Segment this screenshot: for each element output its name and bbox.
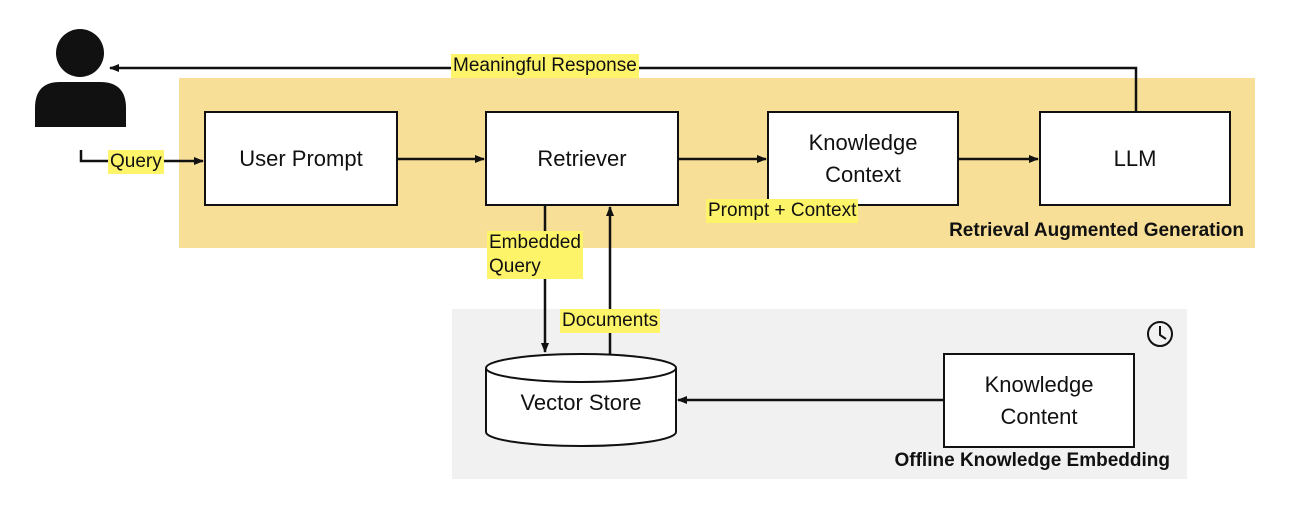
- retriever-label: Retriever: [537, 145, 627, 171]
- prompt-context-tag: Prompt + Context: [706, 199, 859, 223]
- meaningful-response-tag: Meaningful Response: [451, 54, 639, 78]
- embedded-query-tag: Embedded Query: [487, 231, 583, 279]
- user-prompt-label: User Prompt: [239, 145, 363, 171]
- llm-node: LLM: [1039, 111, 1231, 206]
- knowledge-context-node: Knowledge Context: [767, 111, 959, 206]
- llm-label: LLM: [1113, 145, 1157, 171]
- knowledge-content-label: Knowledge Content: [984, 371, 1094, 429]
- knowledge-content-node: Knowledge Content: [943, 353, 1135, 448]
- rag-title: Retrieval Augmented Generation: [949, 220, 1244, 241]
- offline-title: Offline Knowledge Embedding: [894, 450, 1171, 471]
- retriever-node: Retriever: [485, 111, 679, 206]
- documents-tag: Documents: [560, 309, 661, 333]
- vector-store-label: Vector Store: [520, 390, 642, 415]
- user-icon: [35, 29, 126, 127]
- query-tag: Query: [108, 150, 164, 174]
- knowledge-context-label: Knowledge Context: [808, 129, 918, 187]
- user-prompt-node: User Prompt: [204, 111, 398, 206]
- vector-store-cylinder: [485, 353, 677, 447]
- clock-icon: [1147, 321, 1173, 347]
